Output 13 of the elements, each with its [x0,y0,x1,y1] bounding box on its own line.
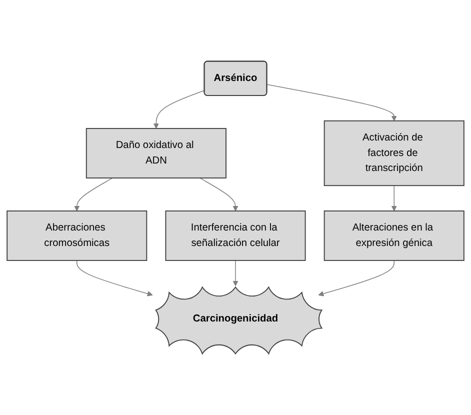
arrow [391,185,397,212]
arrow [232,260,238,286]
arrow [266,84,397,122]
node-box: Activación de factores de transcripción [324,120,464,186]
node-box: Interferencia con la señalización celular [165,210,306,261]
arrow [153,90,205,129]
arrow [318,260,394,296]
node-box: Alteraciones en la expresión génica [324,210,464,261]
node-box: Aberraciones cromosómicas [6,210,148,261]
arrow [76,260,153,296]
node-box: Daño oxidativo al ADN [86,128,226,178]
arrow [74,178,113,212]
arrow [199,178,238,212]
